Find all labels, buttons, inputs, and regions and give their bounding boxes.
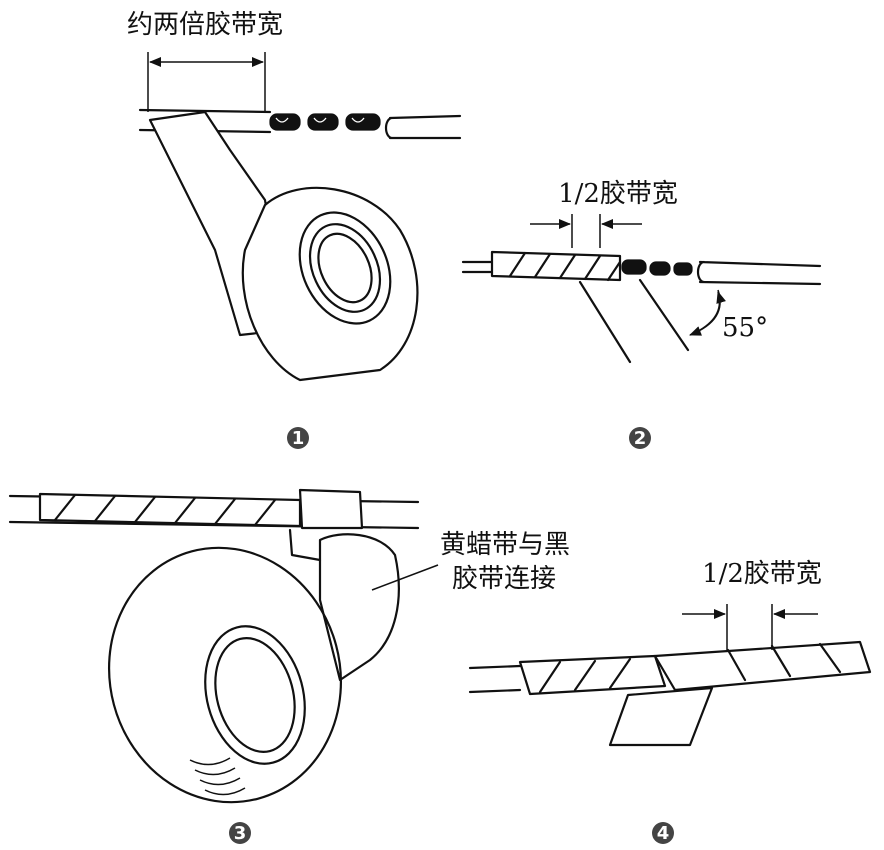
tape4-dot-wrap-lines — [726, 642, 842, 682]
step-1-number: 1 — [292, 428, 305, 449]
panel-2: 1/2胶带宽 55° 2 — [461, 179, 822, 449]
step-4-badge — [652, 822, 674, 844]
dotted-tape-4 — [653, 640, 872, 692]
tape-wrap-lines — [508, 251, 622, 282]
panel-4: 1/2胶带宽 4 — [468, 559, 872, 844]
step-3-badge — [229, 822, 251, 844]
angle-arc — [689, 289, 721, 336]
step-1-badge — [287, 427, 309, 449]
angle-arc-2 — [699, 291, 726, 331]
tape-roll-3 — [107, 533, 400, 804]
tape4-wrap-lines — [538, 657, 632, 694]
wire2-right — [696, 260, 822, 286]
wire4-left — [468, 664, 522, 694]
wrapped-tape-4 — [518, 654, 667, 696]
wire-twisted-joint — [269, 113, 381, 131]
panel-2-label: 1/2胶带宽 — [558, 179, 678, 209]
panel-1: 约两倍胶带宽 1 — [127, 10, 462, 449]
step-2-badge — [629, 427, 651, 449]
tape3-fold — [288, 528, 322, 562]
angle-label: 55° — [722, 313, 768, 343]
wire2-joint — [621, 259, 693, 276]
wrapped-tape-3 — [38, 492, 302, 528]
tape4-tail — [608, 686, 714, 747]
tape3-overlap — [298, 488, 364, 530]
wire-right — [384, 114, 462, 140]
tape3-wrap-lines — [53, 493, 277, 527]
step-4-number: 4 — [657, 823, 670, 844]
step-3-number: 3 — [234, 823, 247, 844]
leader-line — [371, 564, 439, 591]
panel-4-label: 1/2胶带宽 — [702, 559, 822, 589]
tape2-tail — [578, 278, 690, 364]
panel-3: 黄蜡带与黑 胶带连接 3 — [8, 488, 570, 844]
panel-3-label-line1: 黄蜡带与黑 — [440, 530, 570, 560]
panel-3-label-line2: 胶带连接 — [452, 564, 556, 594]
tape-roll — [241, 186, 419, 382]
step-2-number: 2 — [634, 428, 647, 449]
panel-1-label: 约两倍胶带宽 — [127, 10, 283, 40]
